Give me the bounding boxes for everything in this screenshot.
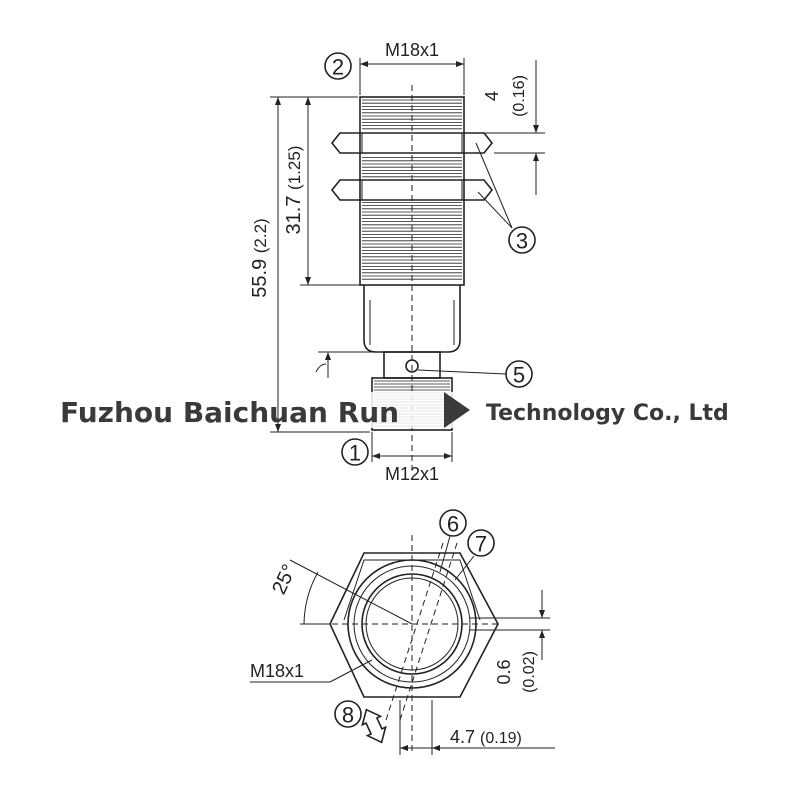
thread-outer-circle [347, 559, 477, 689]
sensing-face-inner [365, 577, 459, 671]
dim-31-inch: (1.25) [285, 146, 304, 190]
dim-47-value: 4.7 [450, 727, 475, 747]
callout-8-circle [334, 700, 362, 728]
dim-thread-top: M18x1 [385, 40, 439, 60]
callout-8: 8 [342, 703, 354, 728]
dim-55-value: 55.9 [249, 259, 271, 298]
thread-lines-m18 [362, 99, 462, 280]
dim-thread-face: M18x1 [250, 661, 304, 681]
callout-5: 5 [513, 363, 525, 388]
dim-31-value: 31.7 [283, 196, 305, 235]
dim-55-inch: (2.2) [251, 218, 270, 253]
callout-2-circle [324, 52, 352, 80]
callout-7: 7 [475, 532, 487, 557]
led-indicator [405, 359, 419, 373]
callout-3-circle [508, 226, 536, 254]
threaded-body [359, 96, 465, 286]
thread-inner-circle [353, 565, 471, 683]
callout-5-circle [505, 360, 533, 388]
dim-0-6: 0.6 [494, 659, 514, 684]
dim-47-inch: (0.19) [480, 730, 522, 747]
dim-4: 4 [482, 91, 502, 101]
double-arrow-icon [361, 708, 387, 744]
hex-nut-lower [330, 179, 494, 201]
dim-angle: 25° [268, 561, 301, 598]
watermark-right: Technology Co., Ltd [486, 401, 729, 426]
dim-thread-bottom: M12x1 [385, 464, 439, 484]
watermark-left: Fuzhou Baichuan Run [60, 396, 399, 429]
sensing-face-outer [361, 573, 463, 675]
callout-1: 1 [349, 441, 361, 466]
watermark-arrow [444, 392, 470, 428]
callout-2: 2 [332, 55, 344, 80]
callout-6-circle [439, 509, 467, 537]
axis-line-a [385, 539, 445, 721]
callout-3: 3 [516, 229, 528, 254]
callout-7-circle [467, 529, 495, 557]
dim-4-7: 4.7 (0.19) [450, 727, 522, 747]
callout-1-circle [341, 438, 369, 466]
callout-6: 6 [447, 512, 459, 537]
dim-31-7: 31.7 (1.25) [283, 146, 305, 235]
dim-4-inch: (0.16) [511, 75, 528, 117]
axis-line-b [399, 539, 459, 721]
dim-0-6-inch: (0.02) [521, 651, 538, 693]
dim-55-9: 55.9 (2.2) [249, 218, 271, 297]
